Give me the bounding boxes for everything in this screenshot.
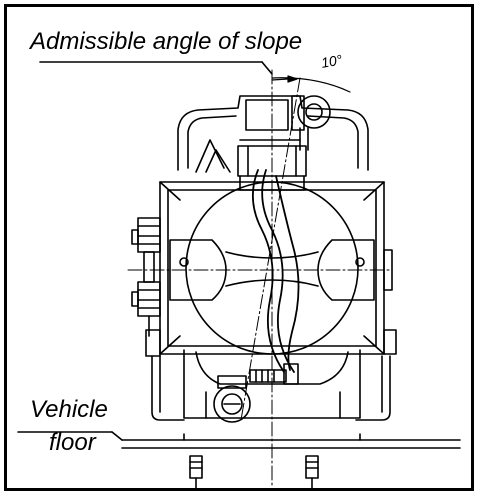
floor-label: floor [49, 429, 96, 456]
mounting-bolt-right [305, 455, 319, 491]
mounting-bolt-left [189, 455, 203, 491]
drawing-frame [4, 4, 474, 491]
vehicle-label: Vehicle [30, 396, 108, 423]
lower-fitting [213, 375, 251, 423]
vehicle-floor [17, 431, 461, 449]
drum [185, 181, 359, 355]
title-leader [39, 61, 273, 75]
top-fitting [291, 95, 331, 151]
left-bolt-stack [131, 217, 161, 337]
lower-left-clamp [145, 329, 185, 421]
top-housing [177, 95, 369, 173]
center-cable [251, 169, 300, 373]
angle-arc [271, 75, 351, 93]
slope-title: Admissible angle of slope [30, 28, 303, 55]
angle-label: 10° [319, 51, 344, 71]
lower-body [183, 349, 361, 419]
lower-right-clamp [355, 355, 391, 421]
tilted-axis [240, 77, 301, 421]
right-nut [383, 249, 397, 355]
